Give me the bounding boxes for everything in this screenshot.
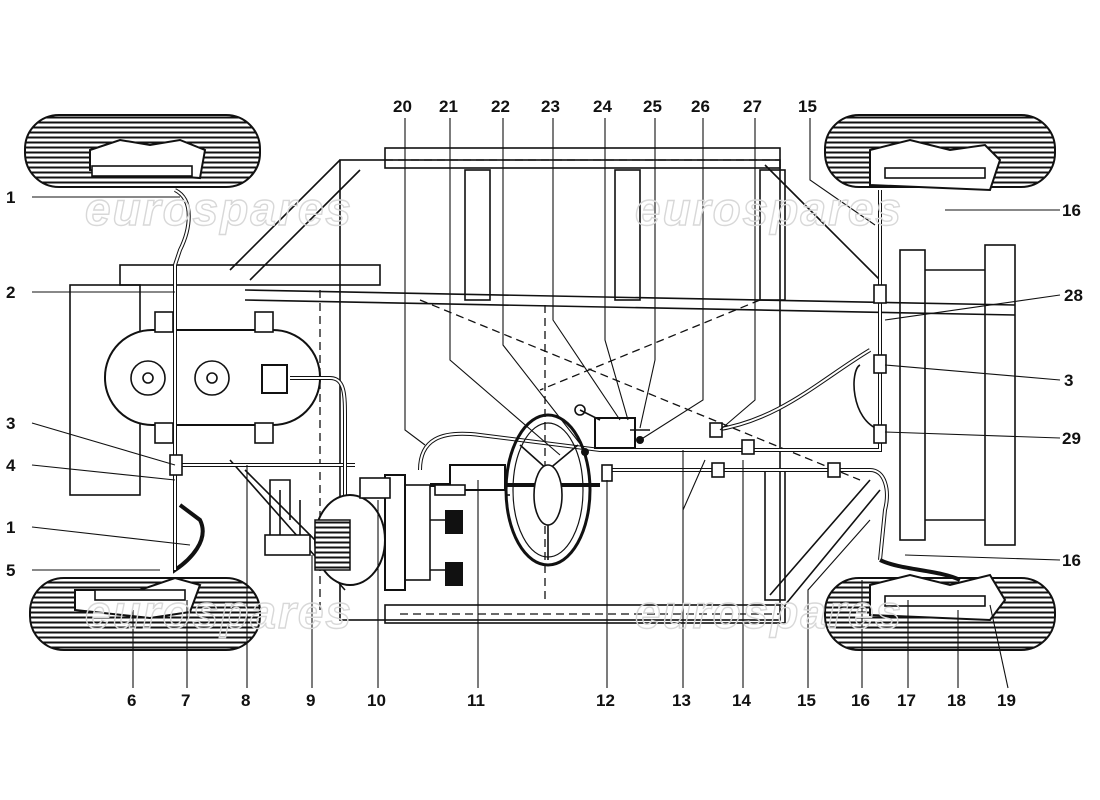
callout-label: 14 (732, 691, 751, 710)
watermark: eurospares eurospares eurospares eurospa… (84, 182, 903, 638)
callout-label: 10 (367, 691, 386, 710)
leader-lines (31, 118, 1061, 689)
callout-label: 8 (241, 691, 250, 710)
brake-lines (169, 188, 961, 582)
wheel-rear-right (824, 573, 1056, 651)
callout-label: 29 (1062, 429, 1081, 448)
wheel-rear-left (29, 576, 261, 651)
callouts-left: 1 2 3 4 1 5 (6, 188, 16, 580)
callout-label: 3 (6, 414, 15, 433)
callout-label: 9 (306, 691, 315, 710)
brake-servo-assembly (264, 464, 506, 591)
callout-label: 12 (596, 691, 615, 710)
callout-label: 17 (897, 691, 916, 710)
wheel-front-left (24, 114, 261, 188)
callout-label: 22 (491, 97, 510, 116)
callout-label: 18 (947, 691, 966, 710)
steering-wheel (504, 413, 592, 567)
callout-label: 19 (997, 691, 1016, 710)
callout-label: 20 (393, 97, 412, 116)
callout-label: 23 (541, 97, 560, 116)
callout-label: 3 (1064, 371, 1073, 390)
callout-label: 24 (593, 97, 612, 116)
callout-label: 7 (181, 691, 190, 710)
watermark-text: eurospares (85, 586, 353, 638)
callout-label: 5 (6, 561, 15, 580)
callout-label: 16 (1062, 551, 1081, 570)
watermark-text: eurospares (635, 586, 903, 638)
callout-label: 15 (798, 97, 817, 116)
callouts-bottom: 6 7 8 9 10 11 12 13 14 15 16 17 18 19 (127, 691, 1016, 710)
callout-label: 1 (6, 518, 15, 537)
callout-label: 11 (467, 691, 485, 710)
callout-label: 25 (643, 97, 662, 116)
brake-linkage (574, 404, 650, 456)
callout-label: 26 (691, 97, 710, 116)
callout-label: 1 (6, 188, 15, 207)
callouts-top: 20 21 22 23 24 25 26 27 15 (393, 97, 817, 116)
watermark-text: eurospares (635, 183, 903, 235)
callout-label: 16 (1062, 201, 1081, 220)
callout-label: 6 (127, 691, 136, 710)
callout-label: 21 (439, 97, 458, 116)
callout-label: 4 (6, 456, 16, 475)
callout-label: 15 (797, 691, 816, 710)
wheel-front-right (824, 114, 1056, 192)
reservoir-tank (104, 311, 321, 444)
callout-label: 13 (672, 691, 691, 710)
callout-label: 28 (1064, 286, 1083, 305)
chassis-frame (69, 147, 1016, 624)
watermark-text: eurospares (85, 183, 353, 235)
callout-label: 2 (6, 283, 15, 302)
callout-label: 27 (743, 97, 762, 116)
callouts-right: 16 28 3 29 16 (1062, 201, 1083, 570)
callout-label: 16 (851, 691, 870, 710)
